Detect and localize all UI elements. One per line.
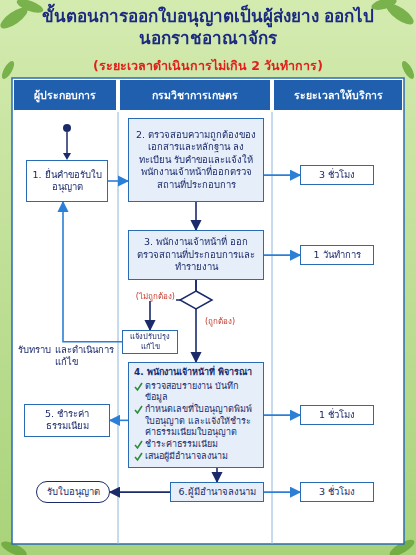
connector	[108, 180, 128, 182]
box-text: 5. ชำระค่าธรรมเนียม	[30, 408, 104, 433]
box-text: 3 ชั่วโมง	[319, 169, 355, 181]
item-text: เสนอผู้มีอำนาจลงนาม	[145, 451, 228, 463]
box-text: 3. พนักงานเจ้าหน้าที่ ออกตรวจสถานที่ประก…	[134, 236, 258, 273]
connector	[264, 414, 300, 416]
checklist-box: 4. พนักงานเจ้าหน้าที่ พิจารณาตรวจสอบรายง…	[128, 362, 264, 468]
subtitle: (ระยะเวลาดำเนินการไม่เกิน 2 วันทำการ)	[0, 56, 416, 76]
column-line	[118, 112, 119, 544]
check-mark	[134, 440, 143, 450]
column-line	[272, 112, 273, 544]
check-item: ชำระค่าธรรมเนียม	[134, 439, 258, 451]
start-line	[66, 132, 68, 154]
box-text: 1. ยื่นคำขอรับใบอนุญาต	[32, 169, 102, 194]
connector	[264, 491, 300, 493]
notice-box: แจ้งปรับปรุงแก้ไข	[122, 330, 178, 354]
item-text: ชำระค่าธรรมเนียม	[145, 439, 218, 451]
column-header: ผู้ประกอบการ	[14, 80, 116, 110]
process-box: 6.ผู้มีอำนาจลงนาม	[170, 482, 264, 502]
process-box: 5. ชำระค่าธรรมเนียม	[24, 404, 110, 437]
time-box: 1 ชั่วโมง	[300, 405, 374, 425]
check-item: กำหนดเลขที่ใบอนุญาตพิมพ์ใบอนุญาต และแจ้ง…	[134, 404, 258, 439]
item-text: กำหนดเลขที่ใบอนุญาตพิมพ์ใบอนุญาต และแจ้ง…	[145, 404, 258, 439]
edge-label: (ถูกต้อง)	[204, 317, 236, 326]
column-header: ระยะเวลาให้บริการ	[274, 80, 402, 110]
start-dot	[63, 124, 71, 132]
box-text: 2. ตรวจสอบความถูกต้องของเอกสารและหลักฐาน…	[134, 129, 258, 191]
box-text: 1 วันทำการ	[313, 249, 360, 261]
note-text: รับทราบ และดำเนินการแก้ไข	[16, 344, 116, 372]
process-box: 1. ยื่นคำขอรับใบอนุญาต	[26, 160, 108, 202]
box-heading: 4. พนักงานเจ้าหน้าที่ พิจารณา	[134, 367, 258, 379]
box-text: 6.ผู้มีอำนาจลงนาม	[178, 486, 255, 498]
terminal-box: รับใบอนุญาต	[36, 481, 110, 503]
time-box: 3 ชั่วโมง	[300, 482, 374, 502]
time-box: 1 วันทำการ	[300, 245, 374, 265]
box-text: รับใบอนุญาต	[47, 486, 100, 498]
process-box: 3. พนักงานเจ้าหน้าที่ ออกตรวจสถานที่ประก…	[128, 230, 264, 280]
title: ขั้นตอนการออกใบอนุญาตเป็นผู้ส่งยาง ออกไป…	[0, 5, 416, 49]
check-item: ตรวจสอบรายงาน บันทึกข้อมูล	[134, 381, 258, 404]
connector	[216, 468, 218, 483]
connector	[195, 202, 197, 230]
header-cell	[14, 80, 116, 110]
time-box: 3 ชั่วโมง	[300, 165, 374, 185]
process-box: 2. ตรวจสอบความถูกต้องของเอกสารและหลักฐาน…	[128, 118, 264, 202]
start-arrowhead	[63, 153, 71, 160]
connector	[110, 491, 170, 493]
decision-diamond	[180, 291, 212, 309]
box-text: แจ้งปรับปรุงแก้ไข	[126, 332, 174, 352]
table-frame	[12, 78, 404, 544]
check-mark	[134, 452, 143, 462]
check-mark	[134, 382, 143, 392]
connector	[264, 174, 300, 176]
header-cell	[274, 80, 402, 110]
box-text: 1 ชั่วโมง	[319, 409, 355, 421]
edge-label: (ไม่ถูกต้อง)	[135, 292, 176, 301]
connector	[264, 254, 300, 256]
header-cell	[120, 80, 270, 110]
item-text: ตรวจสอบรายงาน บันทึกข้อมูล	[145, 381, 258, 404]
connector	[110, 420, 128, 422]
check-mark	[134, 405, 143, 415]
column-header: กรมวิชาการเกษตร	[120, 80, 270, 110]
connector	[63, 202, 122, 342]
check-item: เสนอผู้มีอำนาจลงนาม	[134, 451, 258, 463]
box-text: 3 ชั่วโมง	[319, 486, 355, 498]
